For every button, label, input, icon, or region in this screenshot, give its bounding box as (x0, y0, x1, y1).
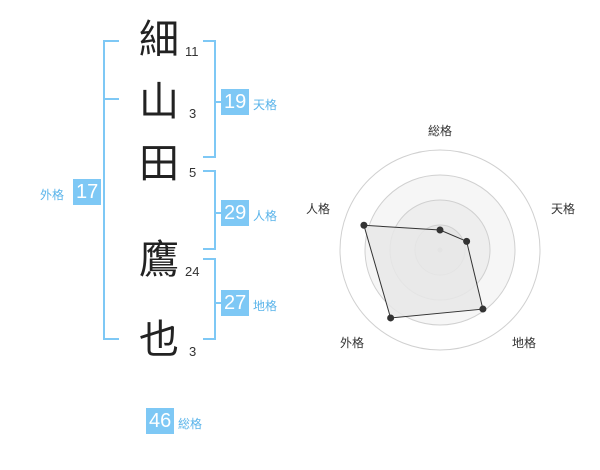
soukaku-value-badge: 46 (146, 408, 175, 434)
tenkaku-bracket (203, 40, 216, 158)
chikaku-label: 地格 (253, 299, 278, 313)
gaikaku-bracket-tick (103, 98, 119, 100)
chikaku-bracket-tick (216, 302, 221, 304)
chikaku-bracket (203, 258, 216, 340)
jinkaku-value-badge: 29 (221, 200, 250, 226)
stroke-count-4: 24 (185, 264, 200, 279)
stroke-count-5: 3 (189, 344, 197, 359)
stroke-count-2: 3 (189, 106, 197, 121)
radar-point-3 (479, 305, 487, 313)
radar-label-chikaku: 地格 (512, 335, 536, 350)
gaikaku-label: 外格 (40, 188, 65, 202)
gaikaku-bracket (103, 40, 119, 340)
radar-point-1 (436, 226, 444, 234)
tenkaku-bracket-tick (216, 101, 221, 103)
name-char-4: 鷹 (139, 237, 179, 283)
gaikaku-value-badge: 17 (73, 179, 102, 205)
radar-points (360, 221, 487, 322)
radar-point-5 (360, 221, 368, 229)
jinkaku-bracket-tick (216, 212, 221, 214)
name-char-2: 山 (139, 79, 179, 125)
stroke-count-3: 5 (189, 165, 197, 180)
radar-label-tenkaku: 天格 (551, 201, 575, 216)
chikaku-value-badge: 27 (221, 290, 250, 316)
radar-point-2 (463, 237, 471, 245)
jinkaku-label: 人格 (253, 209, 278, 223)
radar-polygon (363, 224, 484, 319)
radar-label-gaikaku: 外格 (340, 335, 364, 350)
tenkaku-value-badge: 19 (221, 89, 250, 115)
name-char-1: 細 (139, 17, 179, 63)
stroke-count-1: 11 (185, 44, 199, 59)
jinkaku-bracket (203, 170, 216, 250)
radar-label-jinkaku: 人格 (306, 201, 330, 216)
radar-point-4 (387, 314, 395, 322)
name-char-3: 田 (139, 141, 179, 187)
radar-label-soukaku: 総格 (428, 123, 452, 138)
soukaku-label: 総格 (178, 417, 203, 431)
name-char-5: 也 (139, 317, 179, 363)
tenkaku-label: 天格 (253, 98, 278, 112)
